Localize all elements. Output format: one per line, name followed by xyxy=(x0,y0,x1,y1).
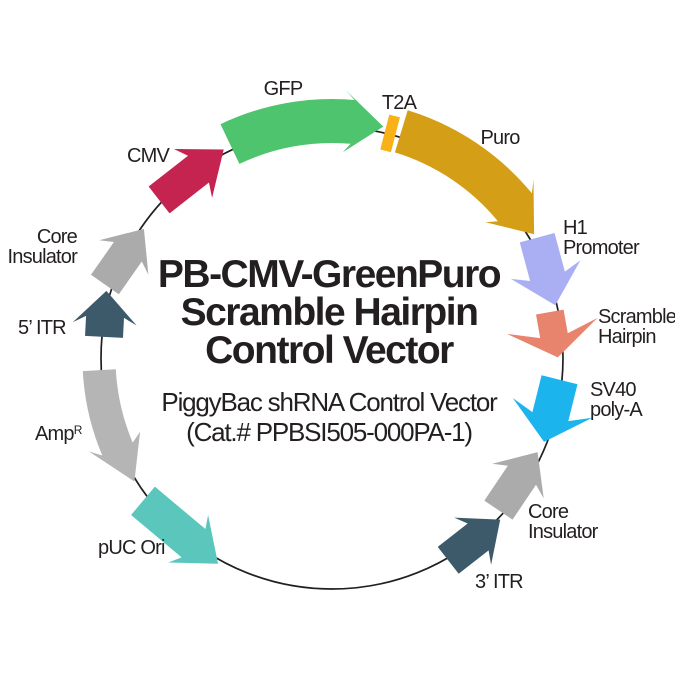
segment-h1-promoter-arrow xyxy=(510,233,581,306)
segment-h1-promoter-label-text: H1 Promoter xyxy=(563,217,640,259)
vector-subtitle-line1: PiggyBac shRNA Control Vector xyxy=(161,387,497,417)
segment-scramble-hairpin-label: Scramble Hairpin xyxy=(598,307,675,347)
segment-itr-5-label-text: 5’ ITR xyxy=(18,317,67,339)
segment-gfp-arrow xyxy=(220,90,384,164)
vector-subtitle: PiggyBac shRNA Control Vector (Cat.# PPB… xyxy=(0,387,658,447)
segment-core-insulator-left-label-text: Core Insulator xyxy=(7,226,77,268)
segment-core-insulator-left-label: Core Insulator xyxy=(7,227,77,267)
segment-puro-label: Puro xyxy=(480,127,520,149)
segment-core-insulator-right-arrow xyxy=(484,452,544,520)
vector-title: PB-CMV-GreenPuro Scramble Hairpin Contro… xyxy=(0,253,658,372)
segment-gfp-label: GFP xyxy=(263,78,304,100)
segment-itr-5-label: 5’ ITR xyxy=(18,317,67,339)
segment-itr-5-arrow xyxy=(72,290,137,338)
segment-h1-promoter-label: H1 Promoter xyxy=(563,217,640,259)
segment-amp-r-label: AmpR xyxy=(35,420,82,444)
segment-puc-ori-label: pUC Ori xyxy=(98,538,165,558)
segment-itr-3-label-text: 3’ ITR xyxy=(475,571,524,593)
segment-t2a-arrow xyxy=(380,114,400,153)
segment-cmv-arrow xyxy=(148,149,224,214)
segment-itr-3-label: 3’ ITR xyxy=(475,571,524,593)
segment-amp-r-label-superscript: R xyxy=(73,423,83,437)
segment-sv40-polya-label: SV40 poly-A xyxy=(590,379,643,421)
vector-subtitle-catalog: (Cat.# PPBSI505-000PA-1) xyxy=(186,417,473,447)
vector-title-line3: Control Vector xyxy=(205,329,454,372)
segment-scramble-hairpin-arrow xyxy=(506,309,598,358)
segment-puc-ori-arrow xyxy=(131,486,219,564)
segment-core-insulator-right-label-text: Core Insulator xyxy=(528,501,598,543)
segment-cmv-label: CMV xyxy=(126,145,170,167)
segment-gfp-label-text: GFP xyxy=(263,78,304,100)
vector-title-line1: PB-CMV-GreenPuro xyxy=(157,253,502,296)
segment-sv40-polya-label-text: SV40 poly-A xyxy=(590,379,643,421)
segment-cmv-label-text: CMV xyxy=(126,145,170,167)
segment-t2a-label: T2A xyxy=(381,92,417,114)
segment-amp-r-arrow xyxy=(82,369,141,482)
segment-itr-3-arrow xyxy=(437,517,501,574)
segment-amp-r-label-text: Amp xyxy=(35,423,75,445)
segment-puc-ori-label-text: pUC Ori xyxy=(98,537,165,559)
segment-puro-arrow xyxy=(394,110,535,235)
segment-core-insulator-right-label: Core Insulator xyxy=(528,502,598,542)
segment-scramble-hairpin-label-text: Scramble Hairpin xyxy=(598,306,675,348)
segment-t2a-label-text: T2A xyxy=(381,92,417,114)
segment-core-insulator-left-arrow xyxy=(90,228,149,295)
vector-title-line2: Scramble Hairpin xyxy=(180,291,479,334)
segment-sv40-polya-arrow xyxy=(512,375,593,442)
segment-puro-label-text: Puro xyxy=(480,127,520,149)
